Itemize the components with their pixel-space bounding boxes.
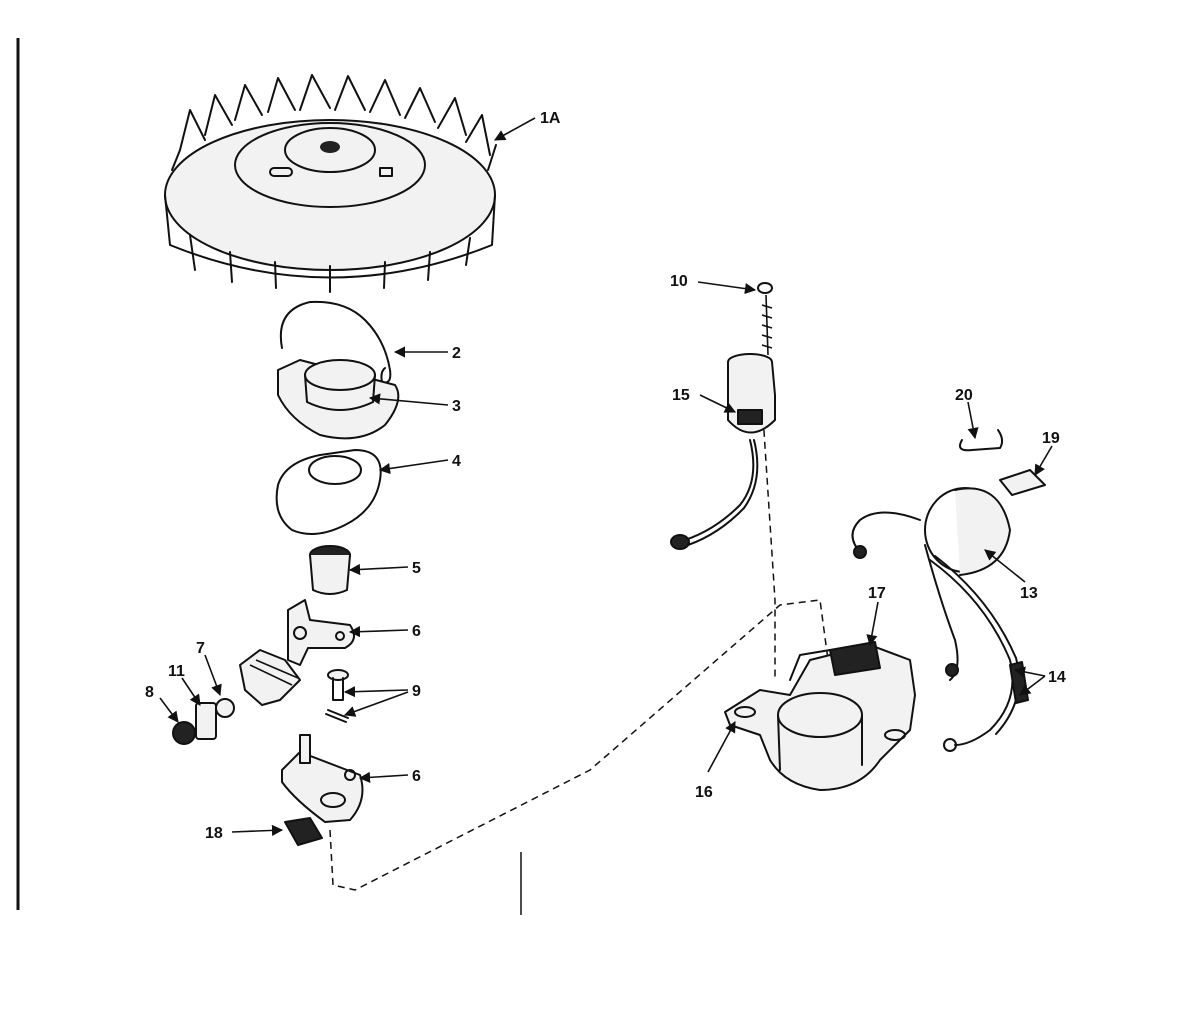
condenser-part — [670, 353, 776, 550]
sleeve-part — [309, 545, 351, 595]
coil-lead-wires-part — [929, 555, 1029, 752]
coil-clip-part — [999, 469, 1046, 496]
callout-6-upper: 6 — [412, 623, 421, 640]
callout-16: 16 — [695, 784, 713, 801]
callout-14: 14 — [1048, 669, 1066, 686]
callout-labels: 1A 2 3 4 5 6 7 11 8 9 6 18 10 15 20 19 1… — [145, 110, 1066, 842]
breaker-box-part — [724, 641, 916, 791]
callout-1a: 1A — [540, 110, 561, 127]
callout-6-lower: 6 — [412, 768, 421, 785]
assembly-dashed-line — [329, 599, 829, 891]
callout-17: 17 — [868, 585, 886, 602]
leader-lines — [159, 117, 1053, 836]
terminal-assembly-part — [172, 649, 301, 745]
callout-18: 18 — [205, 825, 223, 842]
coil-screw-part — [757, 282, 773, 356]
callout-20: 20 — [955, 387, 973, 404]
flywheel-part — [164, 74, 497, 293]
callout-5: 5 — [412, 560, 421, 577]
felt-gasket-part — [275, 449, 382, 535]
callout-19: 19 — [1042, 430, 1060, 447]
callout-2: 2 — [452, 345, 461, 362]
screw-part — [325, 669, 349, 723]
callout-13: 13 — [1020, 585, 1038, 602]
callout-3: 3 — [452, 398, 461, 415]
callout-9: 9 — [412, 683, 421, 700]
callout-7: 7 — [196, 640, 205, 657]
breaker-arm-part — [287, 599, 355, 666]
callout-11: 11 — [168, 663, 185, 680]
callout-10: 10 — [670, 273, 688, 290]
ground-spring-part — [959, 429, 1004, 452]
callout-8: 8 — [145, 684, 154, 701]
bushing-plate-part — [277, 359, 400, 440]
condenser-clip-part — [284, 817, 323, 846]
callout-15: 15 — [672, 387, 690, 404]
vertical-dashed-line — [759, 369, 776, 680]
mounting-plate-part — [281, 734, 364, 823]
callout-4: 4 — [452, 453, 461, 470]
